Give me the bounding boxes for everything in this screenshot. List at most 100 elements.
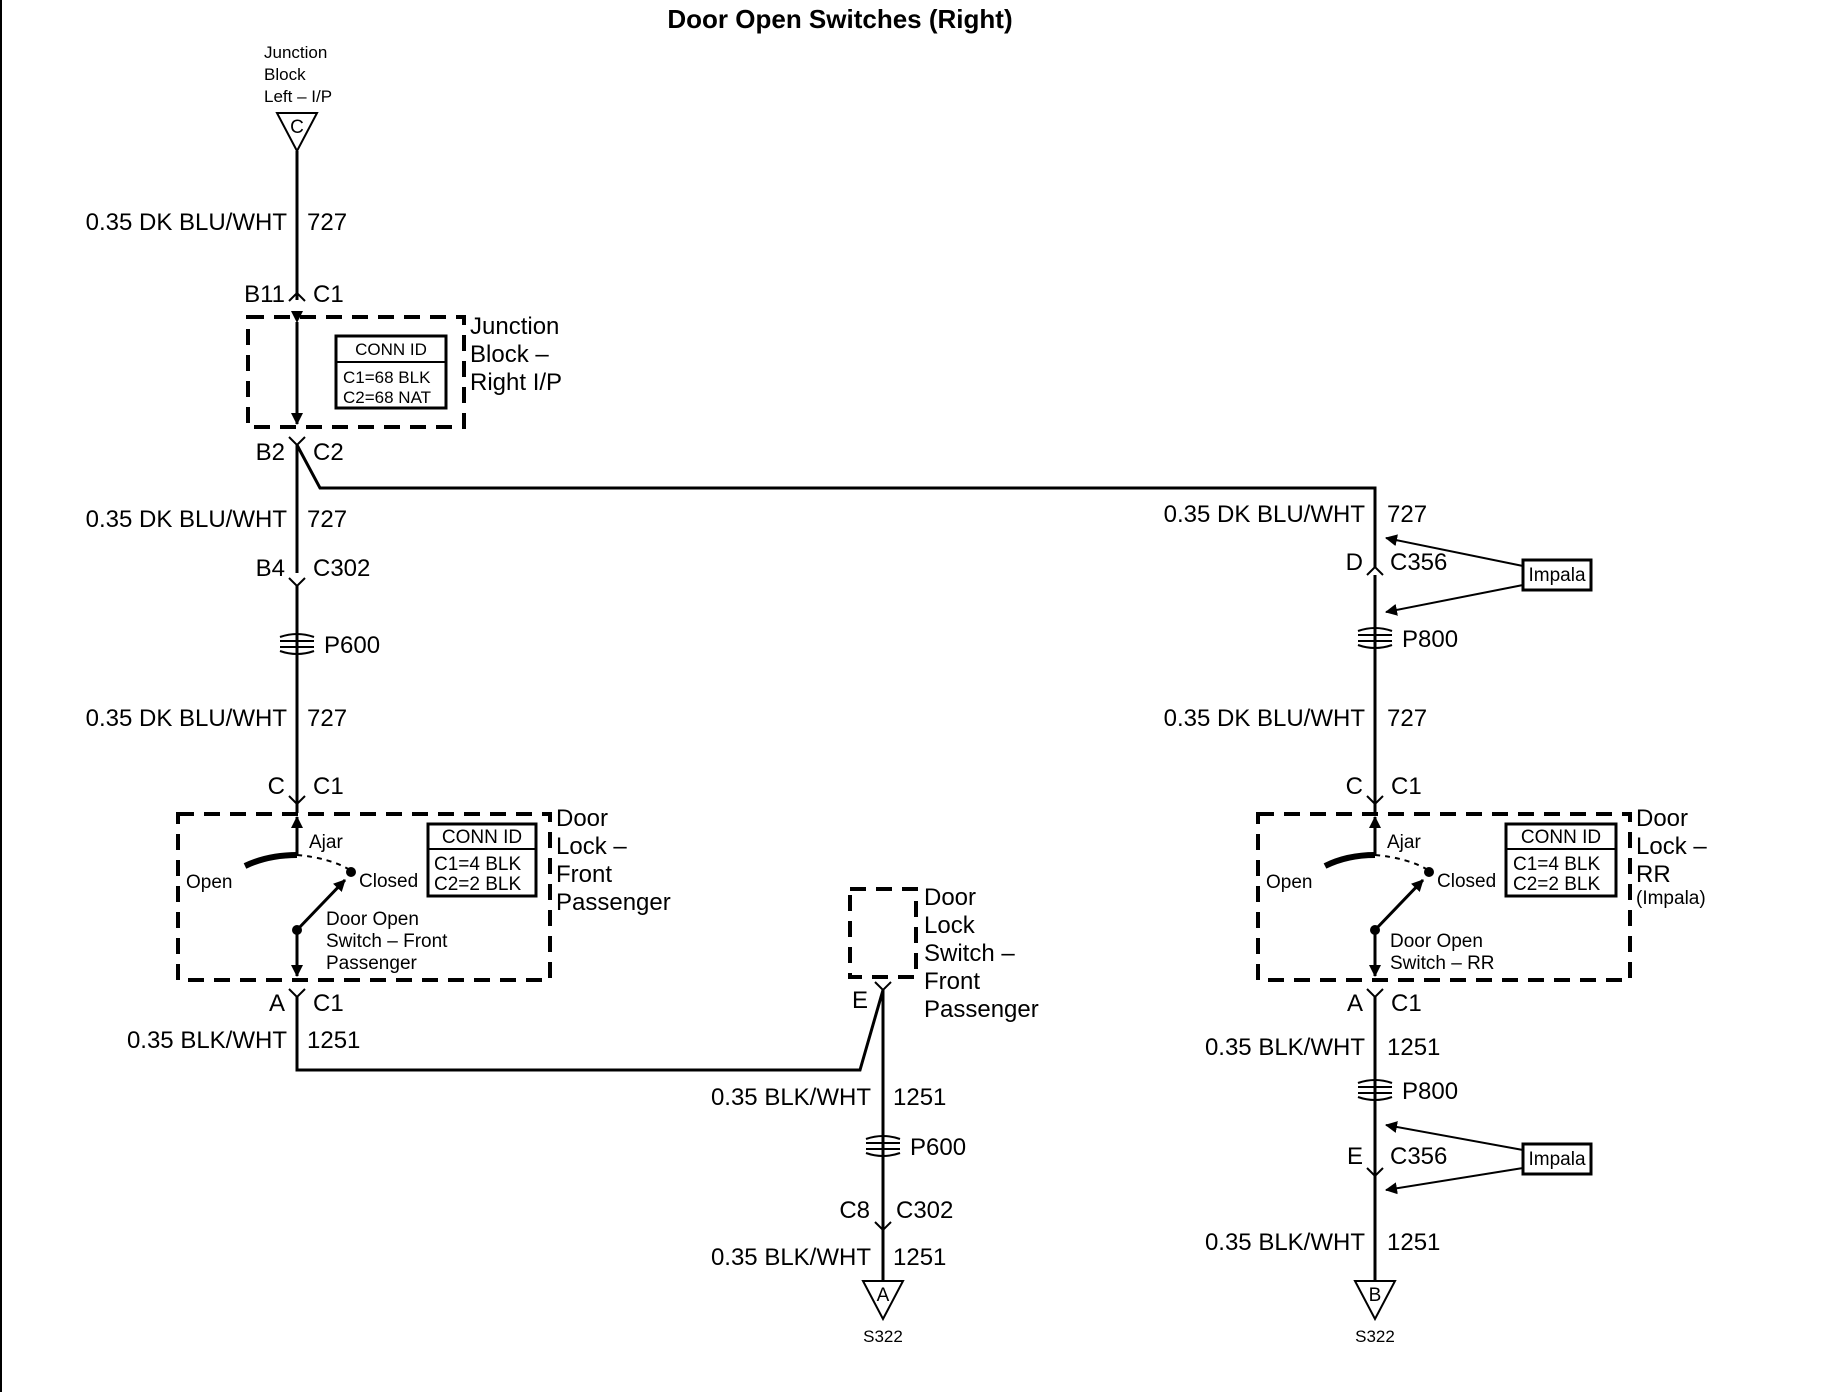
component-label: Door [556, 805, 608, 832]
connector-label: C302 [896, 1197, 953, 1224]
grommet-label: P600 [324, 632, 380, 659]
switch-ajar-label: Ajar [309, 832, 343, 853]
connector-label: C2 [313, 439, 344, 466]
wire-circuit-label: 727 [1387, 501, 1427, 528]
switch-open-label: Open [186, 872, 232, 893]
switch-closed-label: Closed [1437, 871, 1496, 892]
conn-id-row: C2=2 BLK [1513, 874, 1600, 895]
wire-circuit-label: 1251 [893, 1244, 946, 1271]
connector-label: C1 [313, 773, 344, 800]
pin-label: A [269, 990, 285, 1017]
connector-label: C1 [1391, 990, 1422, 1017]
wire-circuit-label: 1251 [1387, 1034, 1440, 1061]
switch-blade [295, 878, 347, 932]
note-arrow [1385, 534, 1524, 567]
splice-pin: B [1369, 1285, 1382, 1306]
pass-through-grommet-icon [279, 633, 315, 655]
wire-spec-label: 0.35 BLK/WHT [1205, 1034, 1365, 1061]
pin-label: B4 [256, 555, 285, 582]
component-label: Lock – [556, 833, 627, 860]
impala-note-box [1521, 1142, 1593, 1176]
component-label: Passenger [924, 996, 1039, 1023]
connector-chevron-icon [288, 291, 306, 302]
connector-label: C1 [313, 990, 344, 1017]
pin-label: C [268, 773, 285, 800]
diagram-title: Door Open Switches (Right) [667, 4, 1012, 34]
component-note: (Impala) [1636, 888, 1706, 909]
connector-chevron-icon [874, 981, 892, 992]
grommet-label: P800 [1402, 626, 1458, 653]
pass-through-grommet-icon [1357, 627, 1393, 649]
wire-circuit-label: 727 [1387, 705, 1427, 732]
grommet-label: P600 [910, 1134, 966, 1161]
splice-triangle-icon [861, 1280, 905, 1322]
conn-id-header: CONN ID [355, 340, 427, 359]
wire-spec-label: 0.35 DK BLU/WHT [1164, 501, 1366, 528]
connector-label: C356 [1390, 549, 1447, 576]
note-arrow [1385, 1167, 1524, 1195]
splice-pin: A [877, 1285, 890, 1306]
switch-label: Door Open [326, 909, 419, 930]
switch-open-label: Open [1266, 872, 1312, 893]
wire-spec-label: 0.35 BLK/WHT [711, 1244, 871, 1271]
component-label: Switch – [924, 940, 1015, 967]
impala-note-label: Impala [1528, 565, 1585, 586]
component-label: Lock – [1636, 833, 1707, 860]
component-label: Junction [470, 313, 559, 340]
component-label: Block – [470, 341, 549, 368]
pass-through-grommet-icon [865, 1135, 901, 1157]
wire-circuit-label: 727 [307, 209, 347, 236]
door-lock-front-passenger-box [176, 812, 552, 982]
component-label: Door [1636, 805, 1688, 832]
switch-label: Switch – Front [326, 931, 448, 952]
connector-chevron-icon [874, 1221, 892, 1232]
wire-circuit-label: 1251 [307, 1027, 360, 1054]
connector-chevron-icon [288, 436, 306, 447]
component-label: Right I/P [470, 369, 562, 396]
pin-label: B2 [256, 439, 285, 466]
pin-label: C8 [839, 1197, 870, 1224]
connector-chevron-icon [288, 577, 306, 588]
door-lock-switch-box [848, 887, 918, 979]
pin-label: B11 [244, 281, 285, 308]
connector-label: C1 [1391, 773, 1422, 800]
switch-label: Door Open [1390, 931, 1483, 952]
splice-triangle-icon [1353, 1280, 1397, 1322]
switch-ajar-label: Ajar [1387, 832, 1421, 853]
splice-label: S322 [863, 1327, 903, 1346]
wire-circuit-label: 727 [307, 705, 347, 732]
wire-spec-label: 0.35 DK BLU/WHT [86, 209, 288, 236]
component-label: Front [924, 968, 980, 995]
conn-id-box [426, 822, 538, 898]
conn-id-row: C1=4 BLK [434, 854, 521, 875]
connector-chevron-icon [1366, 795, 1384, 806]
component-label: Passenger [556, 889, 671, 916]
connector-chevron-icon [1366, 565, 1384, 576]
connector-chevron-icon [288, 795, 306, 806]
component-label: RR [1636, 861, 1671, 888]
switch-closed-label: Closed [359, 871, 418, 892]
connector-label: C356 [1390, 1143, 1447, 1170]
junction-block-left-connector: Junction Block Left – I/P C [264, 43, 332, 154]
connector-label: C1 [313, 281, 344, 308]
switch-label: Switch – RR [1390, 953, 1495, 974]
connector-triangle-icon [275, 112, 319, 154]
conn-id-header: CONN ID [1521, 827, 1601, 848]
wire-spec-label: 0.35 BLK/WHT [711, 1084, 871, 1111]
connector-chevron-icon [1366, 988, 1384, 999]
connector-chevron-icon [288, 988, 306, 999]
component-label: Front [556, 861, 612, 888]
wire-spec-label: 0.35 DK BLU/WHT [1164, 705, 1366, 732]
impala-note-label: Impala [1528, 1149, 1585, 1170]
conn-id-header: CONN ID [442, 827, 522, 848]
conn-id-row: C2=68 NAT [343, 388, 431, 407]
conn-id-box [1504, 822, 1618, 898]
wire-to-door-lock-switch [295, 989, 885, 1072]
junction-block-left-label-1: Junction [264, 43, 327, 62]
pin-label: E [1347, 1143, 1363, 1170]
conn-id-row: C1=68 BLK [343, 368, 431, 387]
switch-blade [1373, 878, 1425, 932]
component-label: Door [924, 884, 976, 911]
note-arrow [1385, 1121, 1524, 1151]
